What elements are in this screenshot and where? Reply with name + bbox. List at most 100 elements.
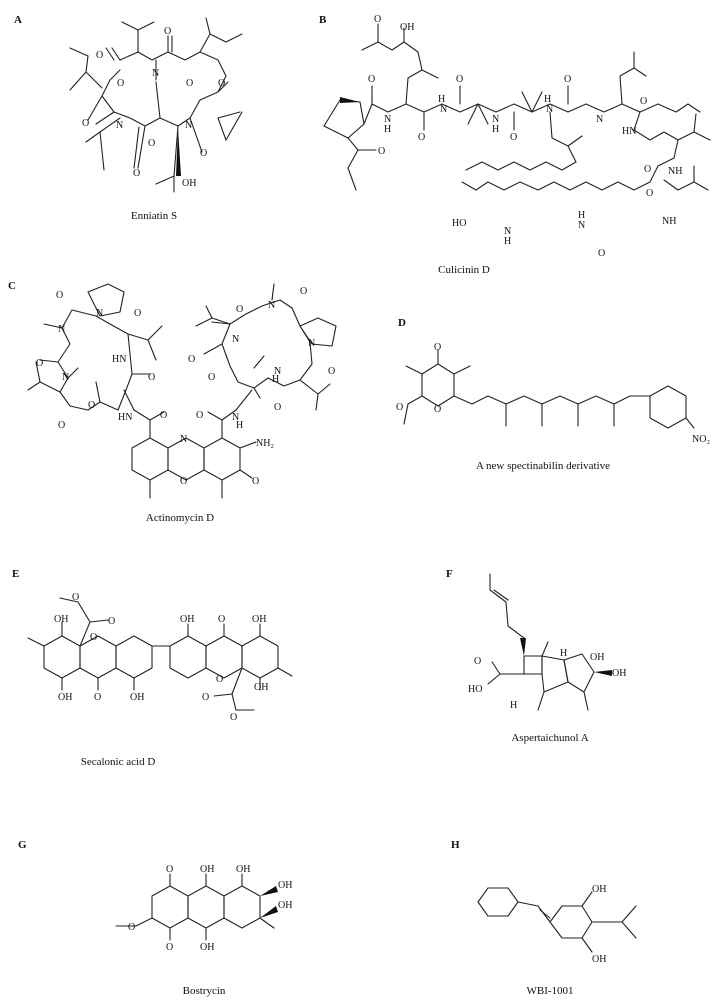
svg-text:O: O [218, 614, 225, 625]
svg-text:O: O [188, 354, 195, 365]
svg-text:O: O [646, 188, 653, 199]
caption: Actinomycin D [145, 512, 215, 524]
structure-wbi-1001: OH OH [477, 884, 637, 965]
svg-text:OH: OH [200, 864, 214, 875]
panel-letter: E [12, 568, 20, 580]
svg-text:O: O [90, 632, 97, 643]
svg-text:H: H [510, 700, 517, 711]
svg-text:H: H [438, 94, 445, 105]
svg-text:O: O [208, 372, 215, 383]
svg-text:O: O [216, 674, 223, 685]
svg-text:N: N [180, 434, 187, 445]
svg-text:O: O [644, 164, 651, 175]
svg-text:H: H [544, 94, 551, 105]
svg-text:H: H [578, 210, 585, 221]
svg-text:N: N [185, 120, 192, 131]
svg-text:O: O [88, 400, 95, 411]
svg-text:H: H [272, 374, 279, 385]
svg-text:OH: OH [58, 692, 72, 703]
svg-text:H: H [384, 124, 391, 135]
svg-text:NH₂: NH₂ [256, 438, 274, 449]
panel-letter: H [451, 839, 460, 851]
svg-text:O: O [166, 942, 173, 953]
svg-text:N: N [232, 334, 239, 345]
panel-letter: G [18, 839, 27, 851]
svg-text:O: O [474, 656, 481, 667]
panel-letter: A [14, 14, 22, 26]
svg-text:O: O [128, 922, 135, 933]
svg-text:O: O [374, 14, 381, 25]
svg-text:OH: OH [200, 942, 214, 953]
svg-text:N: N [578, 220, 585, 231]
svg-text:OH: OH [254, 682, 268, 693]
caption: Secalonic acid D [80, 756, 156, 768]
svg-text:O: O [598, 248, 605, 259]
caption: WBI-1001 [526, 985, 574, 997]
svg-text:O: O [133, 168, 140, 179]
svg-text:O: O [82, 118, 89, 129]
svg-text:N: N [546, 104, 553, 115]
svg-text:O: O [96, 50, 103, 61]
svg-text:N: N [152, 68, 159, 79]
svg-text:NH: NH [668, 166, 682, 177]
panel-letter: B [319, 14, 327, 26]
svg-text:H: H [236, 420, 243, 431]
svg-text:O: O [564, 74, 571, 85]
svg-text:O: O [134, 308, 141, 319]
svg-text:OH: OH [590, 652, 604, 663]
svg-text:O: O [202, 692, 209, 703]
svg-text:O: O [300, 286, 307, 297]
svg-text:N: N [384, 114, 391, 125]
svg-text:O: O [378, 146, 385, 157]
svg-text:NO₂: NO₂ [692, 434, 710, 445]
svg-text:O: O [418, 132, 425, 143]
svg-text:OH: OH [592, 884, 606, 895]
svg-text:H: H [560, 648, 567, 659]
svg-text:O: O [434, 342, 441, 353]
panel-letter: D [398, 317, 406, 329]
svg-text:O: O [180, 476, 187, 487]
svg-text:O: O [274, 402, 281, 413]
caption: Enniatin S [130, 210, 178, 222]
svg-text:HO: HO [452, 218, 466, 229]
svg-text:HN: HN [622, 126, 636, 137]
svg-text:O: O [434, 404, 441, 415]
panel-letter: C [8, 280, 16, 292]
svg-text:N: N [492, 114, 499, 125]
caption: A new spectinabilin derivative [475, 460, 611, 472]
svg-text:O: O [148, 138, 155, 149]
svg-text:O: O [510, 132, 517, 143]
svg-text:O: O [218, 78, 225, 89]
svg-text:OH: OH [130, 692, 144, 703]
svg-text:O: O [56, 290, 63, 301]
svg-text:H: H [492, 124, 499, 135]
svg-text:N: N [96, 308, 103, 319]
svg-text:OH: OH [592, 954, 606, 965]
svg-text:O: O [160, 410, 167, 421]
svg-text:O: O [230, 712, 237, 723]
svg-text:O: O [72, 592, 79, 603]
svg-text:O: O [196, 410, 203, 421]
svg-text:N: N [268, 300, 275, 311]
svg-text:O: O [94, 692, 101, 703]
svg-text:O: O [368, 74, 375, 85]
svg-text:O: O [200, 148, 207, 159]
svg-text:N: N [274, 366, 281, 377]
caption: Aspertaichunol A [511, 732, 589, 744]
svg-text:OH: OH [182, 178, 196, 189]
svg-text:O: O [148, 372, 155, 383]
svg-text:N: N [308, 338, 315, 349]
svg-text:O: O [236, 304, 243, 315]
panel-h: H OH OH WBI-1001 [360, 820, 727, 1008]
svg-text:O: O [166, 864, 173, 875]
svg-text:OH: OH [612, 668, 626, 679]
